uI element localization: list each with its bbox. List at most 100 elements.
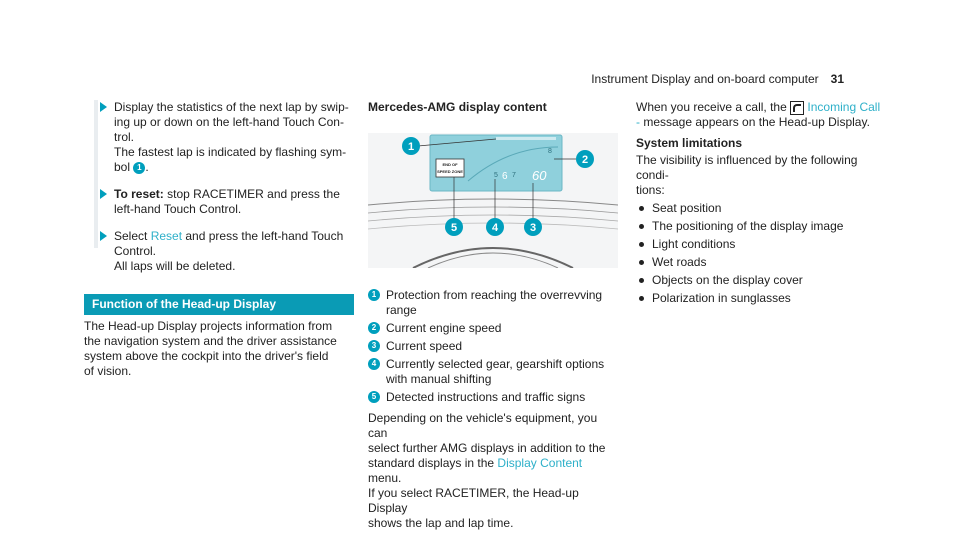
column-left: Display the statistics of the next lap b… — [84, 100, 354, 379]
body-text-part: menu. — [368, 471, 402, 485]
body-text-part: standard displays in the — [368, 456, 498, 470]
gear-right: 7 — [512, 172, 516, 179]
leader-line-1 — [417, 138, 497, 147]
phone-icon — [790, 100, 805, 115]
rpm-arc — [467, 146, 559, 182]
body-text-part: When you receive a call, the — [636, 100, 791, 114]
incoming-call-link-dash[interactable]: - — [636, 115, 640, 129]
legend-text: with manual shifting — [386, 372, 492, 386]
step-text: Control. — [114, 244, 157, 258]
header-title: Instrument Display and on-board computer — [591, 72, 819, 86]
body-text: - message appears on the Head-up Display… — [636, 115, 886, 130]
legend-item: 1 Protection from reaching the overrevvin… — [368, 288, 618, 318]
step-text: To reset: stop RACETIMER and press the — [114, 187, 354, 202]
incoming-call-link[interactable]: Incoming Call — [807, 100, 881, 114]
overrev-bar — [496, 137, 556, 140]
section-title-limitations: System limitations — [636, 136, 743, 150]
body-text-part: message appears on the Head-up Display. — [640, 115, 870, 129]
step-text-part: . — [145, 160, 149, 174]
body-text: shows the lap and lap time. — [368, 516, 514, 530]
callout-5-label: 5 — [451, 222, 457, 234]
callout-badge: 5 — [368, 391, 380, 403]
legend-text: range — [386, 303, 417, 317]
page-header: Instrument Display and on-board computer… — [591, 72, 844, 86]
step-text: All laps will be deleted. — [114, 259, 236, 273]
column-middle: Mercedes-AMG display content END OF SPEE… — [367, 100, 619, 531]
display-content-link[interactable]: Display Content — [497, 456, 583, 470]
page-number: 31 — [830, 72, 844, 86]
gear-current: 6 — [502, 171, 508, 182]
body-text: The visibility is influenced by the foll… — [636, 153, 858, 182]
step-text: bol 1. — [114, 160, 354, 175]
body-text: system above the cockpit into the driver… — [84, 349, 329, 363]
step-select-reset: Select Reset and press the left-hand Tou… — [84, 229, 354, 274]
step-text: ing up or down on the left-hand Touch Co… — [114, 115, 344, 129]
current-speed: 60 — [532, 168, 547, 183]
callout-badge: 4 — [368, 358, 380, 370]
body-text: The Head-up Display projects information… — [84, 319, 333, 333]
list-item: Objects on the display cover — [636, 273, 886, 288]
step-text-part: bol — [114, 160, 134, 174]
amg-paragraph: Depending on the vehicle's equipment, yo… — [368, 411, 618, 531]
sign-line1: END OF — [442, 162, 458, 167]
callout-5 — [445, 218, 463, 236]
step-statistics: Display the statistics of the next lap b… — [84, 100, 354, 175]
dash-line — [367, 198, 619, 206]
arrow-right-icon — [100, 231, 107, 241]
gear-left: 5 — [494, 172, 498, 179]
body-text: of vision. — [84, 364, 132, 378]
legend-item: 4 Currently selected gear, gearshift opti… — [368, 357, 618, 387]
list-item: Polarization in sunglasses — [636, 291, 886, 306]
step-reset: To reset: stop RACETIMER and press the l… — [84, 187, 354, 217]
hud-illustration: END OF SPEED ZONE 5 6 7 60 8 1 2 3 4 5 — [367, 133, 619, 269]
step-text: Select Reset and press the left-hand Tou… — [114, 229, 354, 244]
legend-text: Detected instructions and traffic signs — [386, 390, 586, 404]
step-text-part: Select — [114, 229, 151, 243]
body-text: standard displays in the Display Content… — [368, 456, 618, 486]
step-text: Display the statistics of the next lap b… — [114, 100, 349, 114]
arrow-right-icon — [100, 189, 107, 199]
callout-badge: 3 — [368, 340, 380, 352]
reset-link[interactable]: Reset — [150, 229, 183, 243]
body-text: Depending on the vehicle's equipment, yo… — [368, 411, 598, 440]
dash-line — [367, 214, 619, 222]
step-text: trol. — [114, 130, 135, 144]
callout-1 — [402, 137, 420, 155]
list-item: Light conditions — [636, 237, 886, 252]
callout-2 — [576, 150, 594, 168]
legend-text: Protection from reaching the overrevving — [386, 288, 603, 302]
rpm-limit: 8 — [548, 148, 552, 155]
body-text: When you receive a call, the Incoming Ca… — [636, 100, 886, 115]
figure-heading: Mercedes-AMG display content — [368, 100, 547, 114]
body-text: the navigation system and the driver ass… — [84, 334, 337, 348]
incoming-call-paragraph: When you receive a call, the Incoming Ca… — [636, 100, 886, 130]
step-text-part: stop RACETIMER and press the — [163, 187, 340, 201]
steering-wheel-inner — [427, 252, 559, 269]
callout-4 — [486, 218, 504, 236]
legend-text: Current engine speed — [386, 321, 502, 335]
callout-1-label: 1 — [408, 141, 414, 153]
callout-3-label: 3 — [530, 222, 536, 234]
steering-wheel — [412, 247, 574, 269]
column-right: When you receive a call, the Incoming Ca… — [636, 100, 886, 309]
sign-line2: SPEED ZONE — [437, 169, 463, 174]
step-bold: To reset: — [114, 187, 164, 201]
step-text-part: and press the left-hand Touch — [182, 229, 344, 243]
hud-figure: END OF SPEED ZONE 5 6 7 60 8 1 2 3 4 5 — [367, 133, 619, 269]
legend-text: Currently selected gear, gearshift optio… — [386, 357, 605, 371]
list-item: The positioning of the display image — [636, 219, 886, 234]
body-text: If you select RACETIMER, the Head-up Dis… — [368, 486, 579, 515]
list-item: Seat position — [636, 201, 886, 216]
callout-badge: 1 — [133, 161, 146, 174]
callout-2-label: 2 — [582, 154, 588, 166]
step-sidebar — [94, 100, 98, 248]
body-text: select further AMG displays in addition … — [368, 441, 606, 455]
step-text: left-hand Touch Control. — [114, 202, 242, 216]
callout-badge: 1 — [368, 289, 380, 301]
list-item: Wet roads — [636, 255, 886, 270]
legend-item: 5 Detected instructions and traffic signs — [368, 390, 618, 405]
section-title-hud: Function of the Head-up Display — [84, 294, 354, 315]
callout-3 — [524, 218, 542, 236]
